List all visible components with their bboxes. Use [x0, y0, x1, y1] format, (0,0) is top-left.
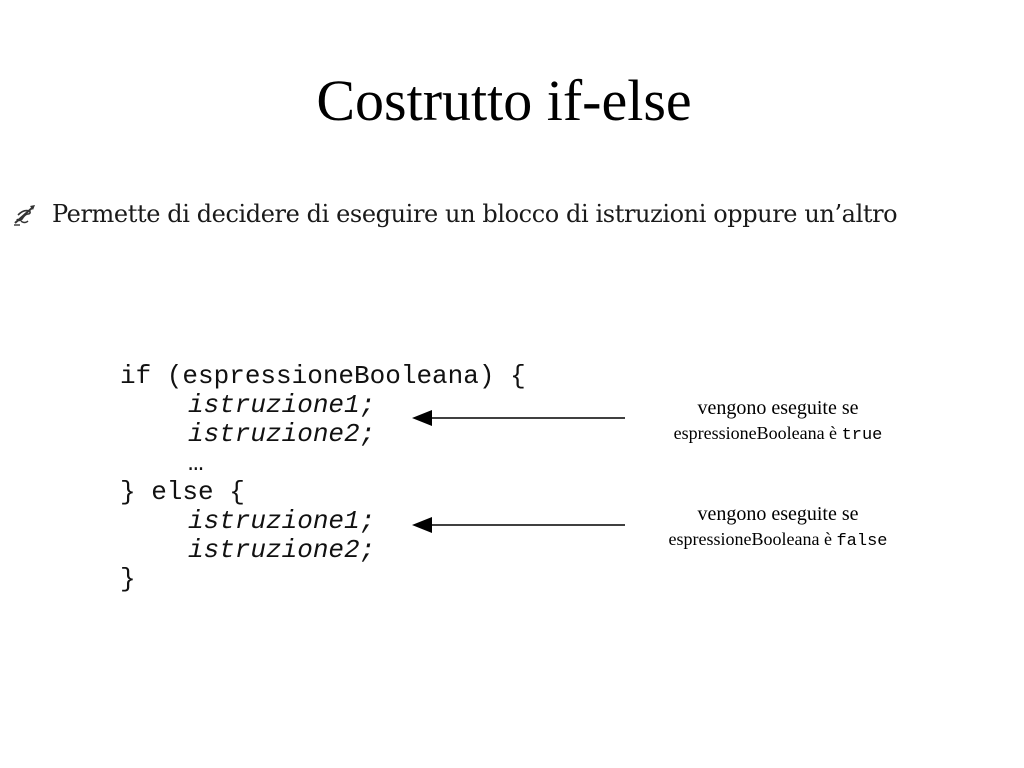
- arrow-true: [412, 410, 625, 426]
- code-line-true-stmt2: istruzione2;: [188, 419, 376, 449]
- annotation-true-expr: espressioneBooleana è: [673, 423, 838, 443]
- code-line-if: if (espressioneBooleana) {: [120, 361, 526, 391]
- bullet-item: Permette di decidere di eseguire un bloc…: [12, 196, 898, 232]
- writing-hand-icon: [12, 201, 40, 227]
- slide-title: Costrutto if-else: [316, 68, 692, 133]
- annotation-true: vengono eseguite se espressioneBooleana …: [620, 396, 936, 448]
- annotation-false-keyword: false: [836, 532, 888, 551]
- code-line-close: }: [120, 564, 136, 594]
- code-line-false-stmt1: istruzione1;: [188, 506, 376, 536]
- code-line-else: } else {: [120, 477, 245, 507]
- code-line-true-stmt1: istruzione1;: [188, 390, 376, 420]
- annotation-true-line1: vengono eseguite se: [697, 397, 859, 419]
- annotation-false-line2: espressioneBooleana è false: [614, 527, 942, 554]
- annotation-false-line1: vengono eseguite se: [697, 503, 859, 525]
- bullet-text: Permette di decidere di eseguire un bloc…: [52, 200, 898, 228]
- annotation-true-keyword: true: [841, 426, 883, 445]
- annotation-true-line2: espressioneBooleana è true: [620, 421, 936, 448]
- annotation-false: vengono eseguite se espressioneBooleana …: [614, 502, 942, 554]
- arrow-false: [412, 517, 625, 533]
- annotation-false-expr: espressioneBooleana è: [668, 529, 832, 549]
- code-line-ellipsis: …: [188, 448, 204, 478]
- code-block: if (espressioneBooleana) { istruzione1; …: [120, 362, 526, 594]
- code-line-false-stmt2: istruzione2;: [188, 535, 376, 565]
